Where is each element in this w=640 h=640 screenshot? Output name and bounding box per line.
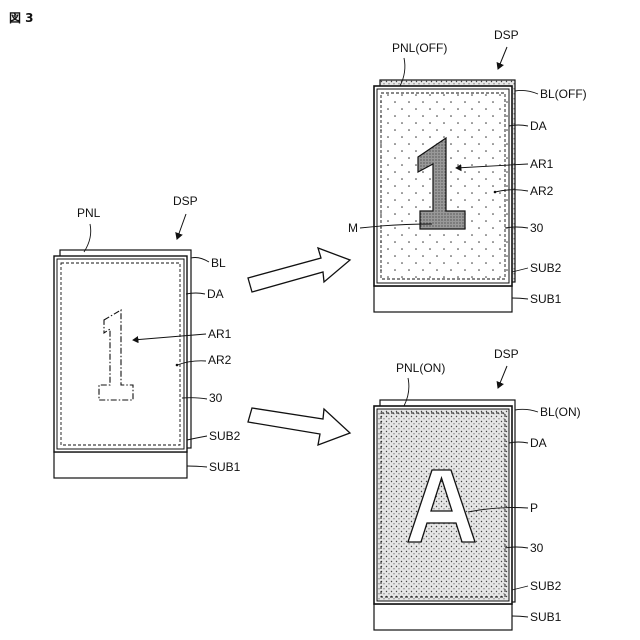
on-bl-leader — [515, 409, 538, 412]
off-dsp-label: DSP — [494, 28, 519, 42]
off-bl-label: BL(OFF) — [540, 87, 587, 101]
left-30-label: 30 — [209, 391, 223, 405]
off-substrate-1 — [374, 286, 512, 312]
on-p-label: P — [530, 501, 538, 515]
off-da-label: DA — [530, 119, 547, 133]
left-da-leader — [186, 293, 205, 294]
left-substrate-2 — [54, 256, 187, 452]
left-ar2-dot — [176, 364, 179, 367]
off-bl-leader — [515, 90, 538, 94]
on-dsp-arrow — [498, 366, 507, 388]
off-ar2-label: AR2 — [530, 184, 554, 198]
off-30-label: 30 — [530, 221, 544, 235]
off-sub1-leader — [512, 298, 528, 299]
left-da-label: DA — [207, 287, 224, 301]
on-sub1-leader — [512, 616, 528, 617]
on-da-leader — [509, 442, 528, 443]
on-sub2-label: SUB2 — [530, 579, 562, 593]
on-display-area — [377, 409, 509, 601]
left-sub2-label: SUB2 — [209, 429, 241, 443]
off-pnl-label: PNL(OFF) — [392, 41, 447, 55]
left-pnl-label: PNL — [77, 206, 101, 220]
off-sub1-label: SUB1 — [530, 292, 562, 306]
off-da-leader — [509, 125, 528, 126]
on-pnl-label: PNL(ON) — [396, 361, 445, 375]
off-ar1-label: AR1 — [530, 157, 554, 171]
figure-number: 図 3 — [9, 11, 34, 25]
on-30-leader — [505, 547, 528, 548]
left-sub1-label: SUB1 — [209, 460, 241, 474]
on-sub1-label: SUB1 — [530, 610, 562, 624]
left-ar2-label: AR2 — [208, 353, 232, 367]
on-30-label: 30 — [530, 541, 544, 555]
left-display: 1 — [0, 0, 191, 478]
on-substrate-1 — [374, 604, 512, 630]
left-dsp-arrow — [177, 214, 186, 239]
on-dsp-label: DSP — [494, 347, 519, 361]
left-bl-label: BL — [211, 256, 226, 270]
left-bl-leader — [191, 258, 209, 263]
off-dsp-arrow — [498, 47, 507, 69]
arrow-to-on-state — [248, 408, 350, 445]
off-ar2-dot — [494, 191, 497, 194]
left-ar1-label: AR1 — [208, 327, 232, 341]
off-30-leader — [505, 227, 528, 228]
left-dsp-label: DSP — [173, 194, 198, 208]
on-bl-label: BL(ON) — [540, 405, 581, 419]
arrow-to-off-state — [248, 248, 350, 292]
off-m-label: M — [348, 221, 358, 235]
left-substrate-1 — [54, 452, 187, 478]
left-pnl-leader — [84, 224, 91, 252]
on-da-label: DA — [530, 436, 547, 450]
left-sub1-leader — [187, 466, 207, 467]
off-sub2-label: SUB2 — [530, 261, 562, 275]
